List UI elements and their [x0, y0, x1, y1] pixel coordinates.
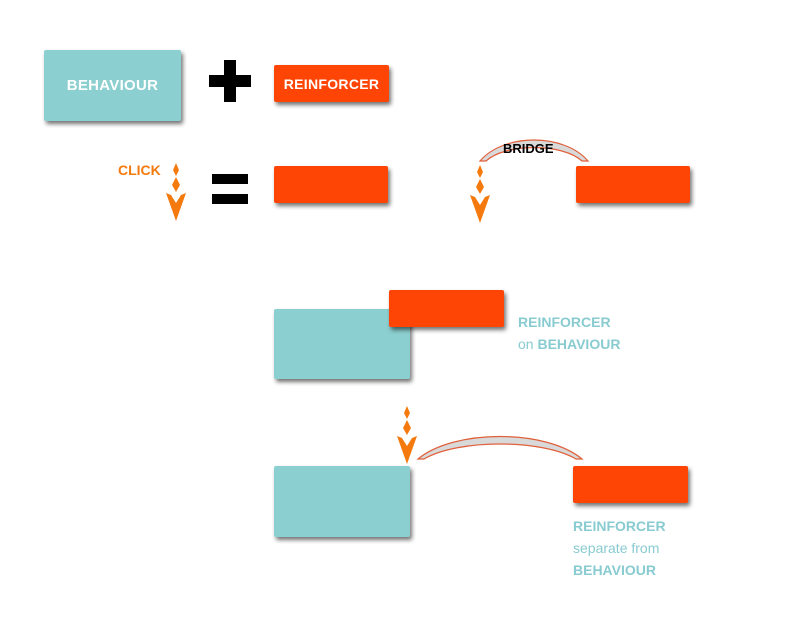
caption-separate-line1: REINFORCER [573, 518, 666, 534]
caption-on-bold: BEHAVIOUR [537, 336, 621, 352]
caption-on-line2: on BEHAVIOUR [518, 333, 620, 355]
caption-separate-line3: BEHAVIOUR [573, 562, 656, 578]
caption-separate-line2: separate from [573, 540, 660, 556]
behaviour-box-on [274, 309, 410, 379]
reinforcer-label: REINFORCER [283, 75, 380, 92]
click-lightning-icon [166, 163, 186, 221]
equals-icon [212, 174, 248, 204]
behaviour-box: BEHAVIOUR [44, 50, 181, 121]
reinforcer-box-separate [573, 466, 688, 503]
bridge-arc-icon [478, 139, 590, 162]
plus-icon [209, 60, 251, 102]
bridge-label: BRIDGE [503, 141, 554, 156]
click-label: CLICK [118, 162, 161, 178]
reinforcer-box: REINFORCER [274, 65, 389, 102]
click-lightning-icon-3 [397, 406, 417, 464]
caption-reinforcer-separate: REINFORCER separate from BEHAVIOUR [573, 515, 666, 581]
behaviour-box-separate [274, 466, 410, 537]
behaviour-label: BEHAVIOUR [66, 77, 159, 94]
caption-reinforcer-on-behaviour: REINFORCER on BEHAVIOUR [518, 311, 620, 355]
caption-on-prefix: on [518, 336, 538, 352]
reinforcer-box-bridge [576, 166, 690, 203]
bridge-arc-icon-2 [416, 435, 584, 460]
reinforcer-box-equals [274, 166, 388, 203]
caption-on-line1: REINFORCER [518, 314, 611, 330]
reinforcer-box-on [389, 290, 504, 327]
click-lightning-icon-2 [470, 165, 490, 223]
